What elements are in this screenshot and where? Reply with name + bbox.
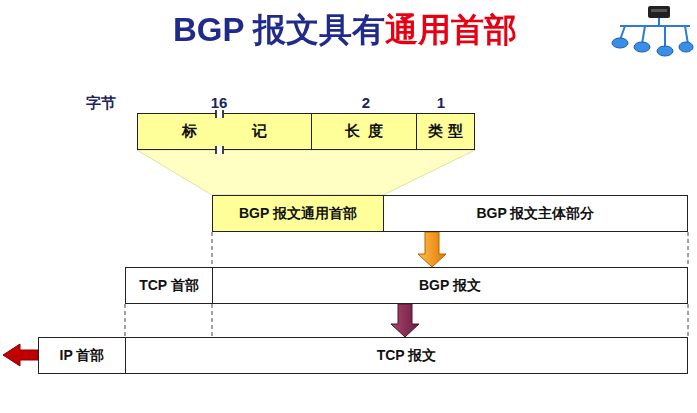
title-row: BGP 报文具有通用首部 [0,8,690,53]
box-label: 标记 [182,122,322,141]
flow-arrow [391,304,419,337]
title-rule [5,62,690,64]
box-label: TCP 报文 [377,347,437,365]
box-label: BGP 报文主体部分 [477,205,595,223]
header-field: 标记 [137,113,312,150]
box-label: TCP 首部 [139,277,199,295]
box-label: 长度 [345,122,391,141]
body-segment: BGP 报文主体部分 [383,195,688,232]
header-segment: TCP 首部 [125,267,213,304]
box-label: BGP 报文通用首部 [239,205,357,223]
byte-count: 2 [362,94,370,111]
dashed-guides [125,232,688,337]
unit-label: 字节 [86,94,116,113]
flow-arrow [418,232,446,267]
byte-count: 16 [211,94,228,111]
body-segment: BGP 报文 [212,267,688,304]
body-segment: TCP 报文 [125,337,688,374]
header-field: 类型 [416,113,475,150]
box-label: 类型 [428,122,468,141]
outgoing-arrow [3,344,38,366]
header-field: 长度 [311,113,417,150]
box-label: IP 首部 [60,347,105,365]
network-icon [612,6,693,56]
header-expansion [137,150,475,195]
header-segment: BGP 报文通用首部 [212,195,384,232]
header-segment: IP 首部 [38,337,126,374]
page-title: BGP 报文具有通用首部 [173,8,517,53]
byte-count: 1 [437,94,445,111]
box-label: BGP 报文 [419,277,481,295]
